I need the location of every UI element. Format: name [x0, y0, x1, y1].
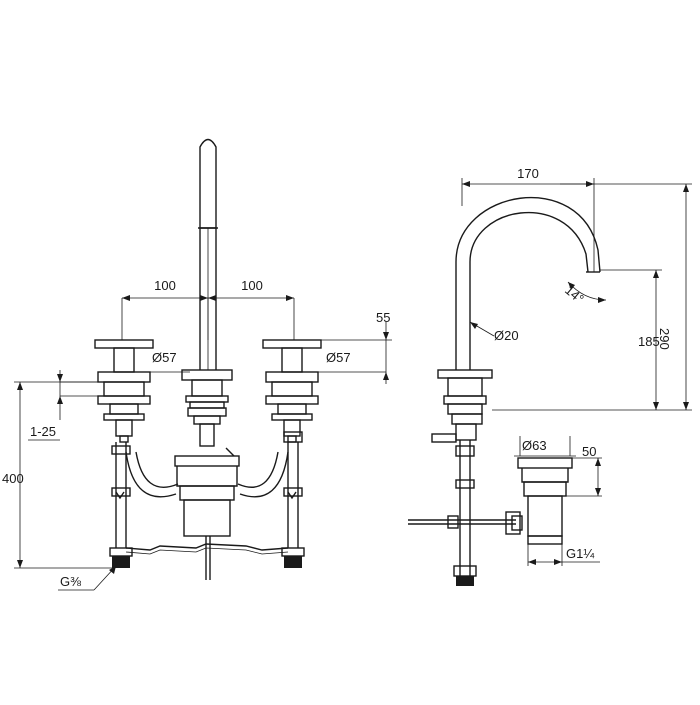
dim-outlet-thread-label: G1¼ — [566, 546, 594, 561]
dim-outlet-thread — [527, 544, 600, 566]
dim-flange-height-label: 50 — [582, 444, 596, 459]
dim-outlet-angle-label: 14° — [562, 282, 587, 306]
dim-right-handle-dia-label: Ø57 — [326, 350, 351, 365]
side-pull-rod — [408, 515, 516, 529]
dim-spacing — [121, 295, 295, 340]
right-cross-handle — [262, 339, 322, 443]
dim-flange-dia-text: Ø63 — [522, 438, 547, 453]
dim-left-handle-dia-label: Ø57 — [152, 350, 177, 365]
dim-spout-reach-label: 170 — [517, 166, 539, 181]
dim-connection-thread — [58, 565, 117, 591]
dim-connection-thread-label: G⅜ — [60, 574, 81, 589]
dim-side-height — [492, 183, 692, 411]
dim-outlet-angle — [567, 281, 607, 303]
front-view: 100 100 Ø57 Ø57 55 1-25 — [2, 138, 392, 591]
dim-front-height — [14, 381, 114, 569]
dim-left-spacing: 100 — [154, 278, 176, 293]
dim-deck-thickness — [298, 322, 392, 384]
dim-side-height-label: 290 — [657, 328, 672, 350]
dim-spout-dia-label: Ø20 — [494, 328, 519, 343]
dim-flange-height — [566, 457, 602, 497]
center-body — [181, 369, 233, 447]
dim-deck-thickness-label: 55 — [376, 310, 390, 325]
dim-spout-height-label: 185 — [638, 334, 660, 349]
dim-spout-dia — [469, 321, 495, 337]
dim-right-spacing: 100 — [241, 278, 263, 293]
left-cross-handle — [94, 339, 154, 443]
dim-flange-dia — [514, 436, 576, 457]
right-supply-hose — [281, 431, 305, 568]
deck-linkage — [125, 543, 289, 555]
popup-waste-front — [174, 447, 240, 580]
dim-spout-height — [600, 269, 662, 410]
left-supply-hose — [109, 442, 133, 568]
popup-waste-side — [505, 457, 573, 545]
mixing-hoses — [125, 451, 289, 498]
side-view: 170 290 185 14° Ø20 — [408, 166, 692, 586]
dim-mount-range-label: 1-25 — [30, 424, 56, 439]
dim-front-height-label: 400 — [2, 471, 24, 486]
side-body — [431, 369, 493, 586]
dim-spout-reach — [461, 178, 595, 272]
gooseneck-spout — [455, 197, 601, 370]
